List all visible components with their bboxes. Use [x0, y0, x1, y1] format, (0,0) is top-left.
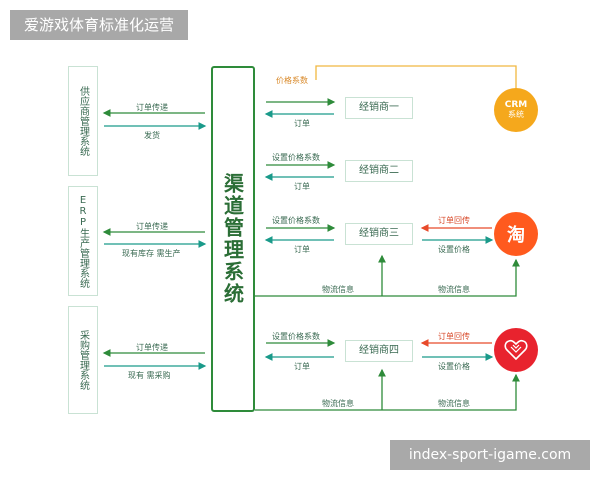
label-d3-price-factor: 设置价格系数	[272, 216, 320, 225]
label-purchase-stock: 现有 需采购	[128, 371, 171, 380]
label-d1-order: 订单	[294, 119, 310, 128]
page-title-overlay: 爱游戏体育标准化运营	[10, 10, 188, 40]
label-supplier-order: 订单传递	[136, 103, 168, 112]
crm-system-circle: CRM 系统	[494, 88, 538, 132]
label-d4-price-factor: 设置价格系数	[272, 332, 320, 341]
label-crm-price-factor: 价格系数	[276, 76, 308, 85]
label-d2-order: 订单	[294, 182, 310, 191]
distributor-2-box: 经销商二	[345, 160, 413, 182]
taobao-circle: 淘	[494, 212, 538, 256]
supplier-system-box: 供应商管理系统	[68, 66, 98, 176]
label-supplier-ship: 发货	[144, 131, 160, 140]
crm-price-route	[315, 65, 517, 90]
purchase-system-box: 采购管理系统	[68, 306, 98, 414]
label-logistics-2b: 物流信息	[438, 399, 470, 408]
purchase-system-label: 采购管理系统	[77, 330, 89, 390]
erp-system-box: ERP生产管理系统	[68, 186, 98, 296]
logistics-route-1	[255, 258, 520, 297]
label-purchase-order: 订单传递	[136, 343, 168, 352]
crm-label-line1: CRM	[504, 100, 528, 110]
channel-management-system-label: 渠道管理系统	[220, 173, 245, 305]
distributor-3-box: 经销商三	[345, 223, 413, 245]
jd-circle	[494, 328, 538, 372]
label-erp-stock: 现有库存 需生产	[122, 249, 181, 258]
supplier-system-label: 供应商管理系统	[77, 86, 89, 156]
heart-logo-icon	[504, 339, 528, 361]
label-logistics-1b: 物流信息	[438, 285, 470, 294]
distributor-1-box: 经销商一	[345, 97, 413, 119]
label-erp-order: 订单传递	[136, 222, 168, 231]
label-taobao-set-price: 设置价格	[438, 245, 470, 254]
label-taobao-order-return: 订单回传	[438, 216, 470, 225]
label-logistics-1a: 物流信息	[322, 285, 354, 294]
label-d3-order: 订单	[294, 245, 310, 254]
label-logistics-2a: 物流信息	[322, 399, 354, 408]
taobao-icon: 淘	[507, 225, 525, 246]
label-jd-order-return: 订单回传	[438, 332, 470, 341]
label-d4-order: 订单	[294, 362, 310, 371]
distributor-4-box: 经销商四	[345, 340, 413, 362]
logistics-route-2	[255, 373, 520, 411]
site-watermark: index-sport-igame.com	[390, 440, 590, 470]
channel-management-system-box: 渠道管理系统	[211, 66, 255, 412]
crm-label-line2: 系统	[508, 110, 524, 119]
label-jd-set-price: 设置价格	[438, 362, 470, 371]
erp-system-label: ERP生产管理系统	[77, 194, 89, 288]
label-d2-price-factor: 设置价格系数	[272, 153, 320, 162]
